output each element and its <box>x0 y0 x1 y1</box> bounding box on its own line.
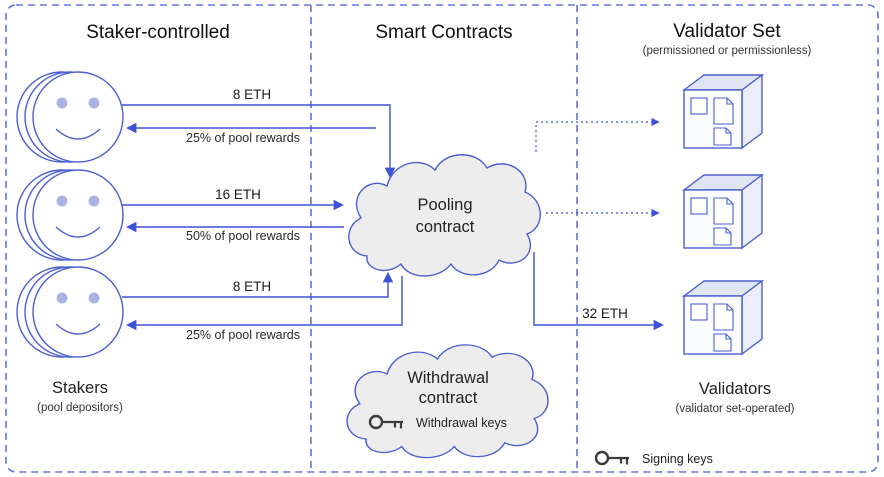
deposit-arrow-1 <box>122 104 396 179</box>
pooling-contract-cloud-icon <box>348 154 541 277</box>
withdrawal-contract-label-line2: contract <box>419 389 478 407</box>
panel-subtitle-validator-set: (permissioned or permissionless) <box>643 45 812 57</box>
stakers-sublabel: (pool depositors) <box>37 402 123 414</box>
pooling-contract-label-line1: Pooling <box>417 196 472 214</box>
reward-arrow-3 <box>125 276 403 331</box>
withdrawal-contract-node: Withdrawal contract Withdrawal keys <box>346 344 549 459</box>
pooling-contract-node: Pooling contract <box>348 154 541 277</box>
deposit-label-3: 8 ETH <box>233 279 271 294</box>
reward-label-3: 25% of pool rewards <box>186 328 300 342</box>
staker-group: Stakers (pool depositors) <box>16 71 124 414</box>
reward-label-2: 50% of pool rewards <box>186 229 300 243</box>
validators-label: Validators <box>699 380 771 398</box>
reward-label-1: 25% of pool rewards <box>186 131 300 145</box>
panel-title-validator-set: Validator Set <box>673 21 781 42</box>
panel-title-smart-contracts: Smart Contracts <box>375 22 512 43</box>
stakers-label: Stakers <box>52 379 108 397</box>
flow-staker-3: 8 ETH 25% of pool rewards <box>122 271 403 342</box>
signing-key-icon <box>594 450 631 466</box>
signing-keys-legend: Signing keys <box>594 450 713 466</box>
signing-keys-label: Signing keys <box>642 452 713 466</box>
flow-staker-2: 16 ETH 50% of pool rewards <box>122 187 345 243</box>
staker-avatar-icon <box>16 169 124 261</box>
deposit-label-1: 8 ETH <box>233 87 271 102</box>
validator-node-icon <box>683 174 763 249</box>
stake-arrow-validator-3 <box>533 252 665 331</box>
staker-avatar-icon <box>16 266 124 358</box>
dotted-arrow-validator-1 <box>535 117 660 152</box>
flow-staker-1: 8 ETH 25% of pool rewards <box>122 87 396 179</box>
stake-label-32eth: 32 ETH <box>582 306 628 321</box>
validator-connectors: 32 ETH <box>533 117 665 331</box>
validator-node-icon <box>683 74 763 149</box>
panel-title-staker-controlled: Staker-controlled <box>86 22 230 43</box>
deposit-arrow-3 <box>122 271 394 298</box>
validator-node-icon <box>683 280 763 355</box>
validator-group: Validators (validator set-operated) <box>676 74 795 415</box>
pooling-contract-label-line2: contract <box>416 218 475 236</box>
outer-dashed-border <box>5 4 879 473</box>
staker-avatar-icon <box>16 71 124 163</box>
withdrawal-keys-label: Withdrawal keys <box>416 416 507 430</box>
deposit-label-2: 16 ETH <box>215 187 261 202</box>
withdrawal-contract-label-line1: Withdrawal <box>407 369 489 387</box>
validators-sublabel: (validator set-operated) <box>676 403 795 415</box>
